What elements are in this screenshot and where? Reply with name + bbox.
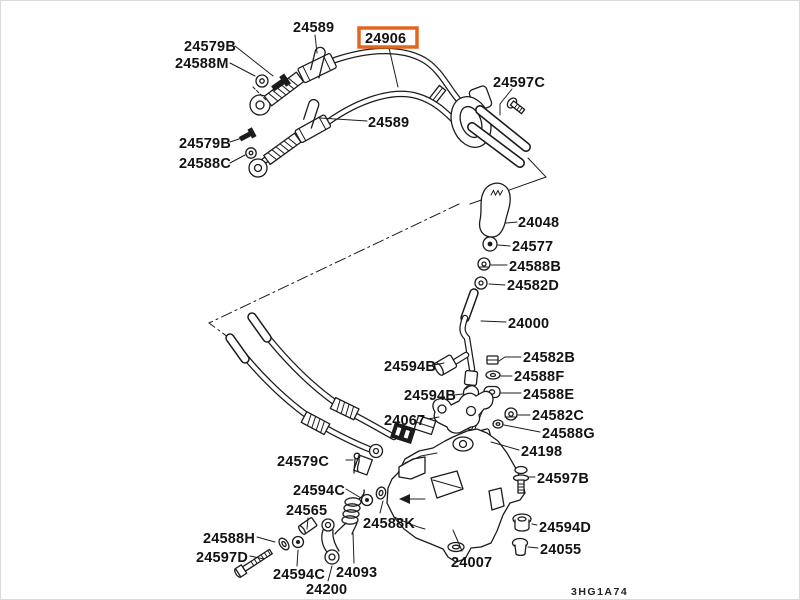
- nut-24582B: [486, 355, 499, 365]
- highlight-box: [357, 26, 419, 49]
- nut-24588B: [477, 257, 491, 271]
- part-label-24588B[interactable]: 24588B: [509, 259, 561, 275]
- part-label-24594B-1[interactable]: 24594B: [384, 359, 436, 375]
- stud-24579B-2: [238, 127, 257, 142]
- part-label-24588K[interactable]: 24588K: [363, 516, 415, 532]
- base-bracket-24007: [386, 428, 526, 563]
- part-label-24055[interactable]: 24055: [540, 542, 581, 558]
- part-label-24589-top[interactable]: 24589: [293, 20, 334, 36]
- part-label-24067[interactable]: 24067: [384, 413, 425, 429]
- cable-grommet-bracket: [450, 85, 531, 168]
- part-label-24906[interactable]: 24906: [365, 31, 406, 47]
- washer-24588G: [492, 419, 504, 429]
- shift-knob-24048: [478, 182, 511, 238]
- nut-24588M: [252, 74, 269, 102]
- part-label-24577[interactable]: 24577: [512, 239, 553, 255]
- part-label-24582C[interactable]: 24582C: [532, 408, 584, 424]
- part-label-24597C[interactable]: 24597C: [493, 75, 545, 91]
- leader-lines: [229, 34, 541, 582]
- part-label-24048[interactable]: 24048: [518, 215, 559, 231]
- part-label-24588E[interactable]: 24588E: [523, 387, 574, 403]
- grommet-24594D: [512, 513, 532, 532]
- washer-24588C: [245, 147, 257, 159]
- lever-24200: [321, 518, 340, 565]
- part-label-24588C[interactable]: 24588C: [179, 156, 231, 172]
- part-label-24588H[interactable]: 24588H: [203, 531, 255, 547]
- bolt-24597C: [506, 97, 526, 115]
- part-label-24000[interactable]: 24000: [508, 316, 549, 332]
- part-label-24589-mid[interactable]: 24589: [368, 115, 409, 131]
- bolt-24597D: [234, 548, 273, 578]
- clip-24589-mid: [303, 98, 320, 129]
- part-label-24597B[interactable]: 24597B: [537, 471, 589, 487]
- part-label-24007[interactable]: 24007: [451, 555, 492, 571]
- bushing-24594B-1: [433, 354, 458, 376]
- part-label-24588M[interactable]: 24588M: [175, 56, 229, 72]
- bolt-24597B: [512, 465, 530, 494]
- part-label-24093[interactable]: 24093: [336, 565, 377, 581]
- cotter-pin-24579C: [353, 452, 361, 474]
- nut-24582C: [504, 407, 518, 421]
- part-label-24579B-2[interactable]: 24579B: [179, 136, 231, 152]
- nut-24582D: [474, 276, 488, 290]
- part-label-24582B[interactable]: 24582B: [523, 350, 575, 366]
- part-label-24594D[interactable]: 24594D: [539, 520, 591, 536]
- part-label-24198[interactable]: 24198: [521, 444, 562, 460]
- part-label-24565[interactable]: 24565: [286, 503, 327, 519]
- washer-24588K: [375, 486, 387, 500]
- roller-24565: [298, 517, 318, 535]
- part-label-24200[interactable]: 24200: [306, 582, 347, 598]
- part-label-24594B-2[interactable]: 24594B: [404, 388, 456, 404]
- cable-24589-art: [248, 90, 468, 178]
- part-label-24597D[interactable]: 24597D: [196, 550, 248, 566]
- nut-24594C-1: [360, 493, 374, 507]
- part-labels: 24589 24906 24579B 24588M 24597C 24589 2…: [175, 20, 595, 598]
- highlighted-part-24906[interactable]: 24906: [357, 26, 419, 49]
- diagram-code: 3HG1A74: [571, 586, 628, 598]
- nut-24577: [482, 236, 498, 252]
- clip-24589-top: [310, 46, 326, 79]
- cables-to-base-art: [225, 312, 437, 476]
- part-label-24594C-2[interactable]: 24594C: [273, 567, 325, 583]
- cable-24906-art: [249, 47, 466, 116]
- part-label-24582D[interactable]: 24582D: [507, 278, 559, 294]
- part-label-24588G[interactable]: 24588G: [542, 426, 595, 442]
- part-label-24594C-1[interactable]: 24594C: [293, 483, 345, 499]
- part-label-24579C[interactable]: 24579C: [277, 454, 329, 470]
- washer-24588H: [278, 537, 290, 551]
- washer-24588F: [485, 370, 501, 380]
- spring-24093: [334, 489, 365, 535]
- part-label-24579B-1[interactable]: 24579B: [184, 39, 236, 55]
- bracket-24067: [432, 390, 494, 434]
- part-label-24588F[interactable]: 24588F: [514, 369, 564, 385]
- plug-24055: [511, 537, 529, 557]
- stud-24579B-1: [271, 73, 291, 92]
- nut-24594C-2: [291, 535, 305, 549]
